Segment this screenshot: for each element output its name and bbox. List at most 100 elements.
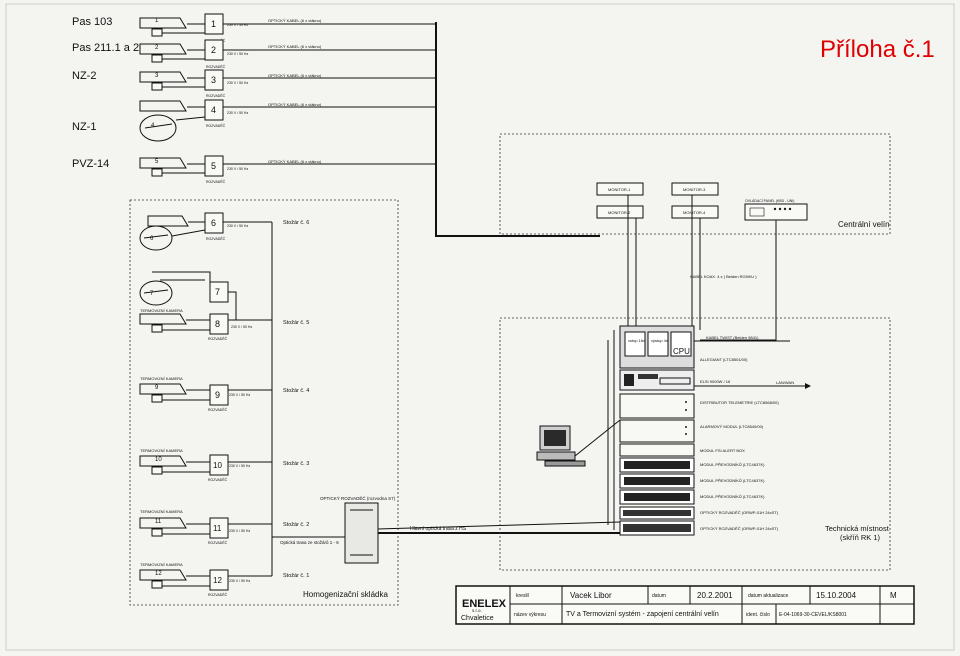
svg-text:TERMOVIZNÍ KAMERA: TERMOVIZNÍ KAMERA (140, 509, 183, 514)
svg-text:Stožár č. 5: Stožár č. 5 (283, 320, 309, 326)
warehouse-title: Homogenizační skládka (303, 590, 388, 599)
mast-9: TERMOVIZNÍ KAMERA 9 9 230 V / 50 Hz ROZV… (139, 376, 309, 412)
svg-text:CPU: CPU (673, 347, 690, 356)
label-pvz14: PVZ-14 (72, 158, 109, 170)
control-room-title: Centrální velín (838, 220, 890, 229)
svg-text:12: 12 (155, 571, 162, 577)
svg-text:E-04-1069-30-CEVEL/KS8001: E-04-1069-30-CEVEL/KS8001 (779, 612, 847, 618)
svg-text:ROZVADĚČ: ROZVADĚČ (206, 179, 226, 184)
svg-text:4: 4 (151, 123, 155, 129)
rack-rk1: vstup 16x výstup 4x CPU (607, 325, 695, 536)
svg-text:Vacek Libor: Vacek Libor (570, 591, 612, 600)
svg-text:1: 1 (155, 18, 159, 24)
node-4: 4 4 230 V / 50 Hz ROZVADĚČ OPTICKÝ KABEL… (139, 99, 436, 142)
svg-text:OPTICKÝ KABEL (6 x vlákno): OPTICKÝ KABEL (6 x vlákno) (268, 73, 322, 78)
svg-text:230 V / 50 Hz: 230 V / 50 Hz (227, 81, 248, 85)
tech-room-title-2: (skříň RK 1) (840, 533, 881, 542)
monitor-3 (671, 182, 719, 196)
svg-text:OVLÁDACÍ PANEL (KBD - UNI): OVLÁDACÍ PANEL (KBD - UNI) (745, 199, 794, 203)
svg-text:MONITOR-4: MONITOR-4 (683, 210, 706, 215)
label-pas103: Pas 103 (72, 16, 112, 28)
svg-text:vstup 16x: vstup 16x (628, 338, 645, 343)
title-block: ENELEX s.r.o. Chvaletice kreslil Vacek L… (455, 585, 915, 625)
svg-text:M: M (890, 591, 897, 600)
svg-text:ROZVADĚČ: ROZVADĚČ (206, 93, 226, 98)
rack-twist: KABEL TWIST (Belden 9841) (706, 335, 759, 340)
rack-patch2: OPTICKÝ ROZVADĚČ (ORWP-01H 24xST) (700, 526, 779, 531)
annex-title: Příloha č.1 (820, 36, 935, 63)
node-2: 2 2 230 V / 50 Hz ROZVADĚČ OPTICKÝ KABEL… (139, 39, 436, 69)
main-route-label: Hlavní optická trasa z HS (410, 526, 467, 532)
svg-text:ROZVADĚČ: ROZVADĚČ (208, 540, 228, 545)
svg-text:10: 10 (155, 457, 162, 463)
svg-text:6: 6 (211, 218, 216, 228)
warehouse-region (129, 199, 399, 606)
svg-text:ident. číslo: ident. číslo (746, 612, 770, 618)
node-3: 3 3 230 V / 50 Hz ROZVADĚČ OPTICKÝ KABEL… (139, 69, 436, 98)
svg-text:Stožár č. 1: Stožár č. 1 (283, 573, 309, 579)
svg-text:7: 7 (215, 287, 220, 297)
svg-text:3: 3 (211, 75, 216, 85)
svg-text:230 V / 50 Hz: 230 V / 50 Hz (227, 52, 248, 56)
svg-text:230 V / 50 Hz: 230 V / 50 Hz (227, 224, 248, 228)
svg-text:9: 9 (155, 385, 159, 391)
svg-text:230 V / 50 Hz: 230 V / 50 Hz (229, 529, 250, 533)
tech-room-region (499, 317, 891, 571)
svg-text:MONITOR-1: MONITOR-1 (608, 187, 631, 192)
mast-10: TERMOVIZNÍ KAMERA 10 10 230 V / 50 Hz RO… (139, 448, 309, 482)
svg-text:3: 3 (155, 73, 159, 79)
svg-text:ROZVADĚČ: ROZVADĚČ (206, 64, 226, 69)
svg-text:11: 11 (155, 519, 162, 525)
monitors: MONITOR-1 MONITOR-3 MONITOR-2 MONITOR-4 (596, 182, 719, 219)
rack-patch1: OPTICKÝ ROZVADĚČ (ORWP-01H 24xST) (700, 510, 779, 515)
svg-text:OPTICKÝ KABEL (6 x vlákno): OPTICKÝ KABEL (6 x vlákno) (268, 44, 322, 49)
svg-text:TERMOVIZNÍ KAMERA: TERMOVIZNÍ KAMERA (140, 308, 183, 313)
mast-6: 6 6 230 V / 50 Hz ROZVADĚČ Stožár č. 6 (139, 212, 309, 251)
rack-elsi: ELSI 9000W / 16 (700, 379, 731, 384)
rack-allegiant: ALLEGIANT (LTC8501/00) (700, 357, 748, 362)
control-room-region (499, 133, 891, 235)
svg-text:TERMOVIZNÍ KAMERA: TERMOVIZNÍ KAMERA (140, 376, 183, 381)
mast-12: TERMOVIZNÍ KAMERA 12 12 230 V / 50 Hz RO… (139, 562, 309, 597)
svg-text:6: 6 (150, 236, 154, 242)
svg-text:s.r.o.: s.r.o. (472, 608, 482, 613)
svg-text:název výkresu: název výkresu (514, 612, 546, 618)
svg-text:Stožár č. 3: Stožár č. 3 (283, 461, 309, 467)
label-nz1: NZ-1 (72, 121, 96, 133)
rack-telemetry: DISTRIBUTOR TELEMETRIE (LTC8568/00) (700, 400, 779, 405)
svg-text:Stožár č. 2: Stožár č. 2 (283, 522, 309, 528)
svg-text:TERMOVIZNÍ KAMERA: TERMOVIZNÍ KAMERA (140, 562, 183, 567)
rack-conv2: MODUL PŘEVODNÍKŮ (LTC4637K) (700, 478, 765, 483)
mast-11: TERMOVIZNÍ KAMERA 11 11 230 V / 50 Hz RO… (139, 509, 309, 545)
rack-lan: LAN/WAN (776, 380, 794, 385)
optical-route-label: Optická trasa ze stožárů 1 - 6 (280, 539, 339, 545)
svg-text:ROZVADĚČ: ROZVADĚČ (208, 592, 228, 597)
monitor-1 (596, 182, 644, 196)
svg-text:2: 2 (155, 45, 159, 51)
svg-text:230 V / 50 Hz: 230 V / 50 Hz (229, 464, 250, 468)
svg-text:výstup 4x: výstup 4x (651, 338, 668, 343)
svg-text:230 V / 50 Hz: 230 V / 50 Hz (229, 579, 250, 583)
svg-text:ROZVADĚČ: ROZVADĚČ (208, 407, 228, 412)
label-pas211: Pas 211.1 a 2 (72, 42, 139, 54)
warehouse-patch-label: OPTICKÝ ROZVADĚČ (rozvodna S7) (320, 494, 396, 501)
svg-text:4: 4 (211, 105, 216, 115)
svg-text:9: 9 (215, 390, 220, 400)
node-1: 1 1 230 V / 50 Hz ROZVADĚČ OPTICKÝ KABEL… (139, 13, 436, 43)
svg-text:Chvaletice: Chvaletice (461, 615, 494, 622)
svg-text:MONITOR-2: MONITOR-2 (608, 210, 631, 215)
rack-fsi: MODUL FSI ALERT BOX (700, 448, 745, 453)
svg-text:ENELEX: ENELEX (462, 598, 507, 610)
svg-text:230 V / 50 Hz: 230 V / 50 Hz (229, 393, 250, 397)
warehouse-patch-panel (344, 502, 379, 564)
svg-text:OPTICKÝ KABEL (6 x vlákno): OPTICKÝ KABEL (6 x vlákno) (268, 159, 322, 164)
svg-text:15.10.2004: 15.10.2004 (816, 591, 857, 600)
svg-text:5: 5 (211, 161, 216, 171)
svg-text:TV a Termovizní systém - zapoj: TV a Termovizní systém - zapojení centrá… (566, 611, 719, 618)
svg-text:7: 7 (150, 291, 154, 297)
label-nz2: NZ-2 (72, 70, 96, 82)
main-trunk (435, 22, 600, 237)
svg-text:230 V / 50 Hz: 230 V / 50 Hz (227, 23, 248, 27)
svg-text:OPTICKÝ KABEL (6 x vlákno): OPTICKÝ KABEL (6 x vlákno) (268, 18, 322, 23)
